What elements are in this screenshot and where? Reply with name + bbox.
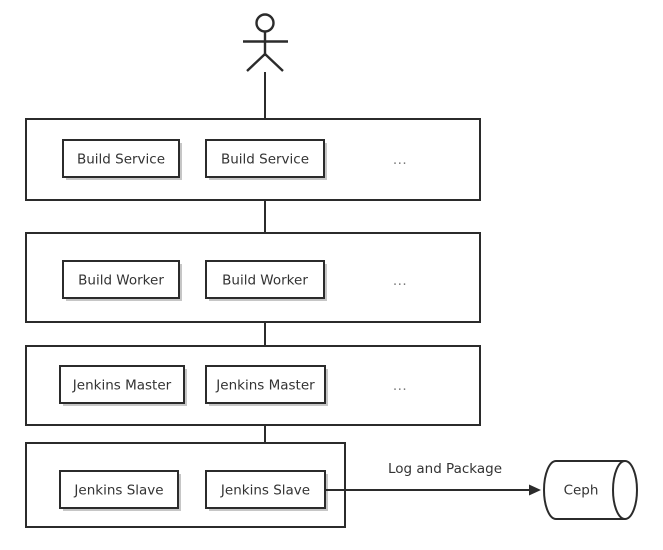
build-worker-tier-ellipsis: ...	[393, 273, 407, 289]
node-outline	[205, 470, 326, 509]
node-outline	[205, 139, 325, 178]
node-outline	[62, 139, 180, 178]
user-actor[interactable]	[243, 13, 288, 72]
arrowhead-into-ceph	[529, 484, 541, 496]
jenkins-slave-tier: Jenkins Slave Jenkins Slave	[25, 442, 346, 528]
node-label: Build Worker	[222, 273, 308, 289]
ceph-label: Ceph	[564, 483, 599, 499]
actor-right-leg-line	[264, 53, 284, 72]
actor-head-icon	[255, 13, 275, 33]
node-outline	[59, 365, 185, 404]
node-label: Jenkins Slave	[220, 483, 310, 499]
ceph-storage-node[interactable]: Ceph	[543, 460, 638, 520]
node-label: Build Worker	[78, 273, 164, 289]
build-service-tier: Build Service Build Service ...	[25, 118, 481, 201]
storage-edge[interactable]: Log and Package	[325, 461, 541, 496]
jenkins-master-tier-ellipsis: ...	[393, 378, 407, 394]
build-service-tier-ellipsis: ...	[393, 152, 407, 168]
jenkins-master-tier: Jenkins Master Jenkins Master ...	[25, 345, 481, 426]
build-worker-node-1[interactable]: Build Worker	[62, 260, 182, 301]
node-label: Build Service	[77, 152, 165, 168]
jenkins-slave-node-1[interactable]: Jenkins Slave	[59, 470, 181, 511]
node-outline	[205, 365, 326, 404]
node-outline	[59, 470, 179, 509]
node-outline	[205, 260, 325, 299]
node-label: Build Service	[221, 152, 309, 168]
build-service-node-1[interactable]: Build Service	[62, 139, 182, 180]
build-worker-tier: Build Worker Build Worker ...	[25, 232, 481, 323]
storage-edge-label: Log and Package	[388, 461, 502, 477]
node-outline	[62, 260, 180, 299]
ceph-cylinder-cap	[612, 460, 626, 520]
node-label: Jenkins Slave	[73, 483, 163, 499]
node-label: Jenkins Master	[72, 378, 172, 394]
build-worker-node-2[interactable]: Build Worker	[205, 260, 327, 301]
jenkins-master-node-2[interactable]: Jenkins Master	[205, 365, 328, 406]
node-label: Jenkins Master	[215, 378, 315, 394]
jenkins-slave-node-2[interactable]: Jenkins Slave	[205, 470, 328, 511]
actor-left-leg-line	[246, 53, 266, 72]
build-service-node-2[interactable]: Build Service	[205, 139, 327, 180]
jenkins-master-node-1[interactable]: Jenkins Master	[59, 365, 187, 406]
